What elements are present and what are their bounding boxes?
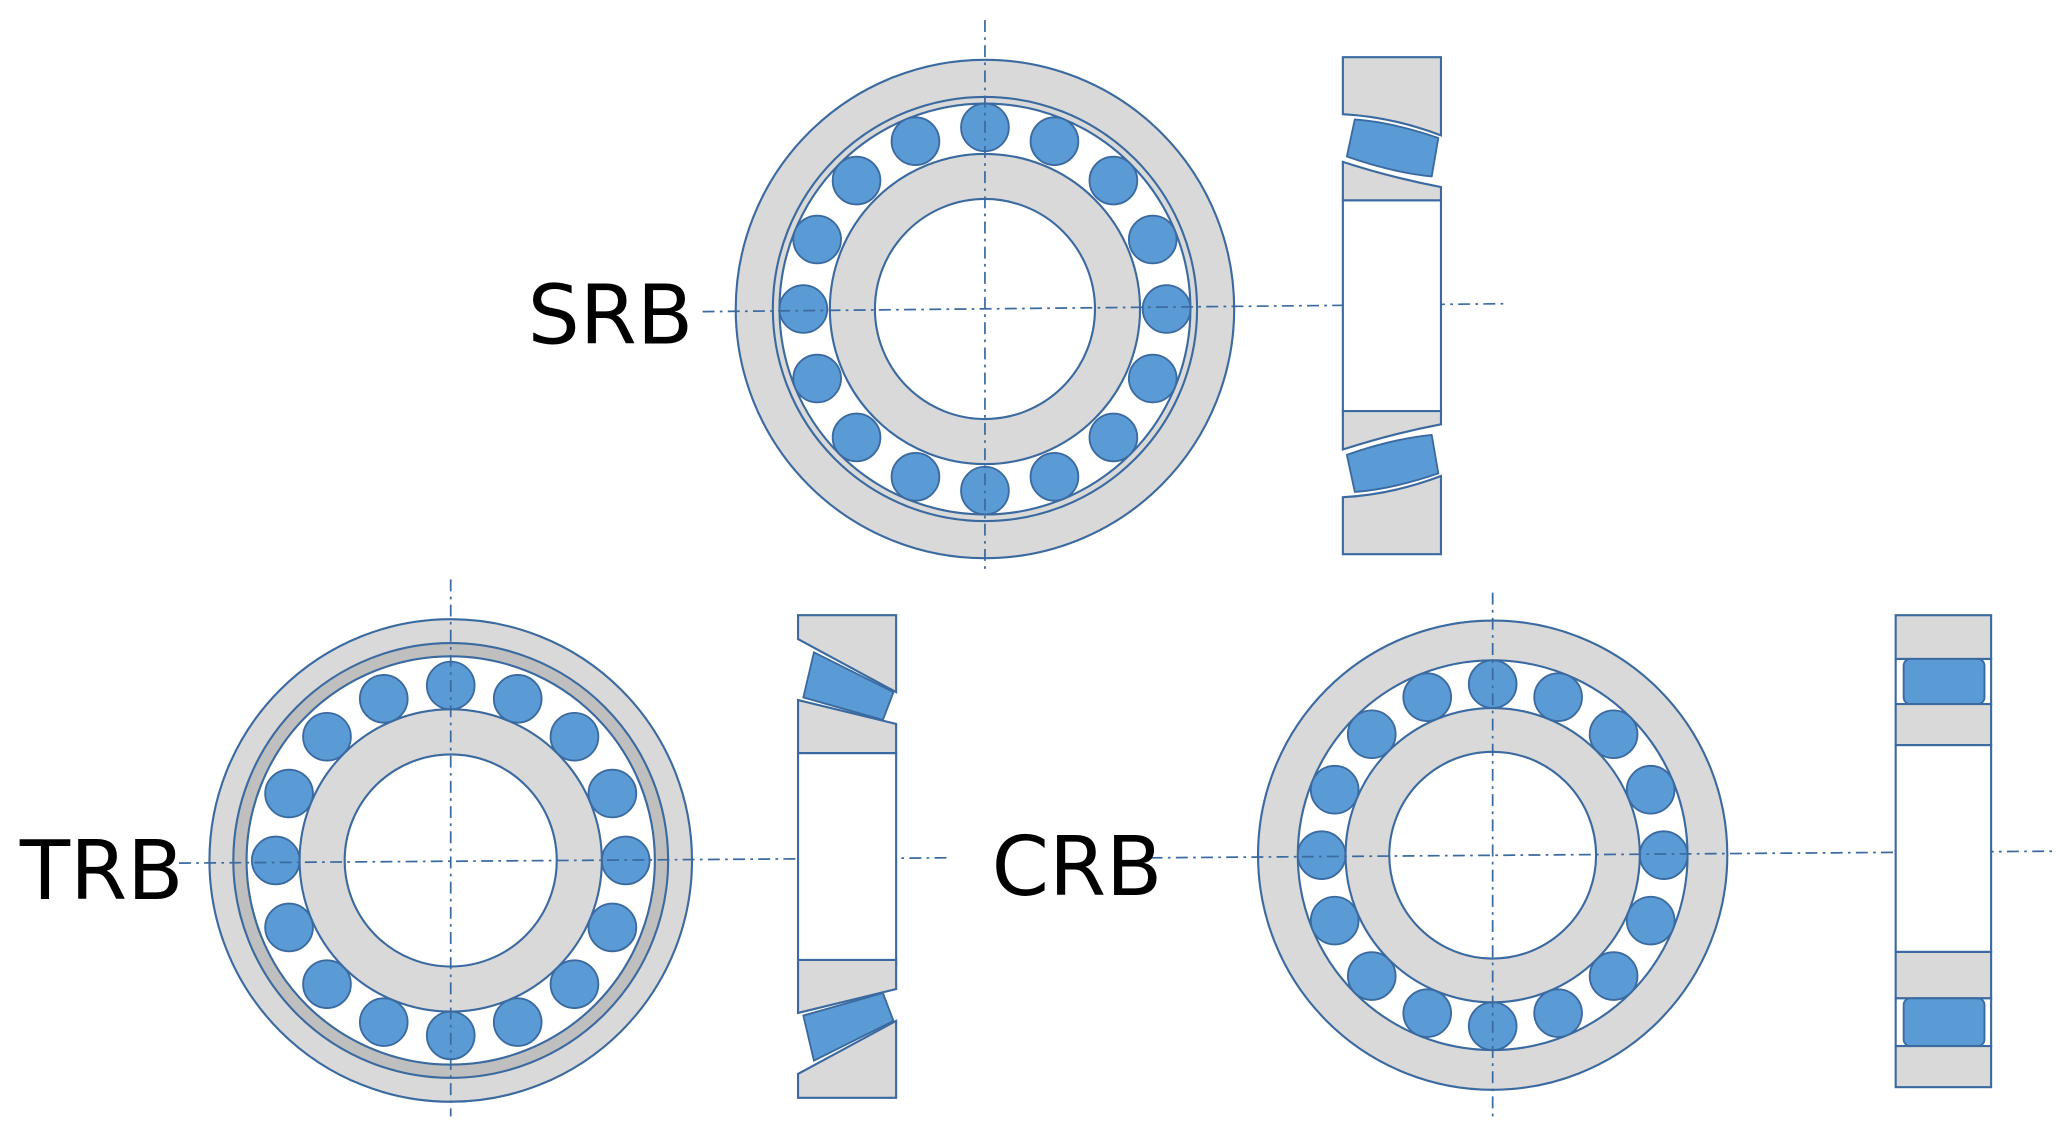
crb-side-roller-bottom — [1902, 997, 1986, 1047]
srb-roller — [1141, 284, 1192, 334]
trb-roller — [587, 768, 638, 819]
trb-front-view — [178, 579, 948, 1117]
srb-roller — [1127, 353, 1178, 404]
trb-side-view — [796, 614, 898, 1099]
srb-side-view — [1341, 56, 1443, 556]
srb-roller — [1088, 412, 1139, 463]
srb-side-bore — [1341, 199, 1443, 413]
crb-roller — [1625, 895, 1676, 946]
crb-roller — [1296, 830, 1347, 880]
crb-rollers — [1296, 659, 1689, 1051]
srb-roller — [792, 353, 842, 404]
trb-label: TRB — [19, 824, 184, 919]
crb-roller — [1309, 895, 1360, 946]
crb-side-outer-top — [1894, 614, 1993, 661]
crb-side-inner-bottom — [1894, 950, 1993, 1000]
trb-roller — [358, 674, 409, 724]
crb-side-inner-top — [1894, 702, 1993, 747]
trb-roller — [587, 902, 638, 953]
srb-roller — [831, 155, 882, 206]
srb-label: SRB — [528, 268, 694, 363]
crb-side-roller-top — [1902, 658, 1986, 705]
srb-roller — [831, 412, 882, 463]
trb-roller — [492, 997, 543, 1047]
trb-roller — [264, 902, 314, 953]
trb-roller — [250, 835, 301, 886]
crb-roller — [1346, 709, 1397, 760]
crb-roller — [1588, 709, 1639, 760]
trb-rollers — [250, 660, 651, 1061]
crb-side-outer-bottom — [1894, 1044, 1993, 1089]
crb-side-bore — [1894, 744, 1993, 953]
trb-side-top — [796, 614, 898, 755]
crb-roller — [1402, 672, 1453, 722]
trb-roller — [302, 959, 352, 1009]
srb-front-view — [702, 20, 1508, 573]
crb-roller — [1588, 951, 1639, 1001]
srb-side-bottom — [1341, 410, 1443, 556]
crb-side-view — [1894, 614, 1993, 1089]
srb-roller — [1088, 155, 1139, 206]
crb-roller — [1402, 988, 1453, 1038]
srb-roller — [778, 284, 829, 334]
crb-roller — [1533, 672, 1583, 722]
srb-roller — [1029, 116, 1080, 167]
srb-side-top — [1341, 56, 1443, 202]
trb-roller — [549, 959, 600, 1009]
srb-roller — [890, 116, 941, 167]
srb-rollers — [778, 102, 1192, 516]
crb-roller — [1309, 764, 1360, 815]
srb-roller — [1029, 451, 1080, 502]
srb-horizontal-axis — [702, 302, 1508, 313]
trb-roller — [358, 997, 409, 1047]
srb-roller — [792, 214, 842, 265]
crb-roller — [1533, 988, 1583, 1038]
trb-roller — [264, 768, 314, 819]
crb-front-view — [1150, 592, 2055, 1117]
trb-roller — [549, 711, 600, 762]
crb-roller — [1346, 951, 1397, 1001]
srb-roller — [1127, 214, 1178, 265]
crb-label: CRB — [992, 820, 1163, 915]
trb-side-bottom — [796, 958, 898, 1099]
crb-roller — [1638, 830, 1689, 880]
trb-side-bore — [796, 752, 898, 967]
srb-roller — [890, 451, 941, 502]
trb-roller — [492, 674, 543, 724]
crb-roller — [1625, 764, 1676, 815]
trb-roller — [302, 711, 352, 762]
